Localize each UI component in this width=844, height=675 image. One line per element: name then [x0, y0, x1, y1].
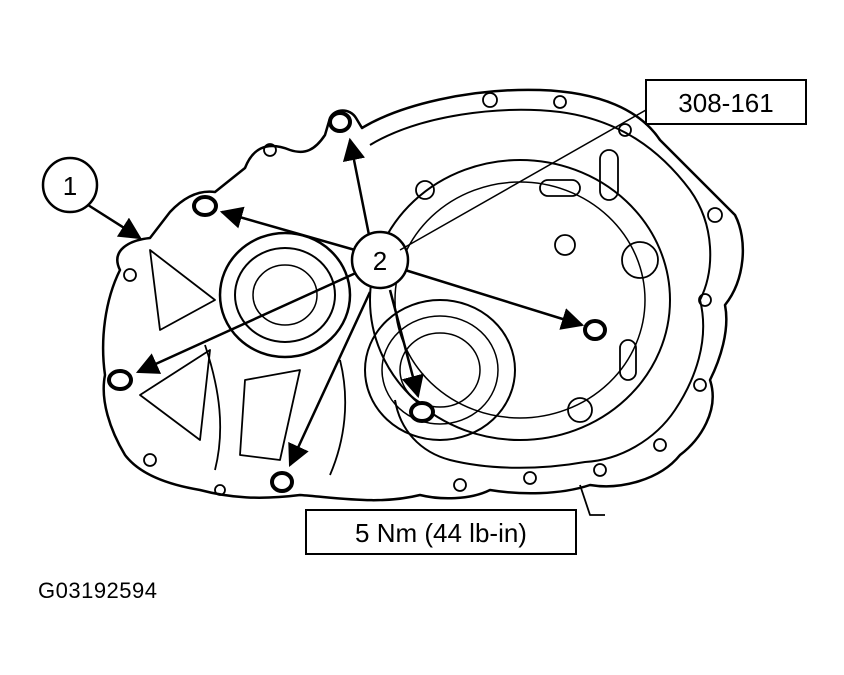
flange-hole-3: [618, 123, 632, 137]
figure-id: G03192594: [38, 578, 158, 603]
bearing-ring-inner: [399, 332, 481, 408]
bolt-2: [192, 195, 218, 217]
flange-hole-11: [621, 241, 659, 279]
flange-hole-13: [554, 234, 576, 256]
callout-1-label: 1: [63, 171, 77, 201]
flange-tab: [579, 484, 605, 516]
flange-hole-1: [482, 92, 498, 108]
rib-2: [139, 349, 211, 441]
callout-2: 2: [350, 230, 410, 290]
bolt-5: [409, 401, 435, 423]
flange-hole-12: [567, 397, 593, 423]
bolt-3: [583, 319, 607, 341]
bolt-6: [270, 471, 294, 493]
leader-housing: [87, 203, 142, 240]
callout-1: 1: [41, 156, 142, 240]
housing-outline: [101, 88, 745, 502]
input-shaft-bore-outer: [218, 231, 352, 359]
tool-number: 308-161: [678, 88, 773, 118]
flange-hole-6: [693, 378, 707, 392]
leader-bolt-6: [288, 291, 372, 468]
housing-hole-1: [263, 143, 277, 157]
flange-slot-3: [619, 339, 637, 381]
rib-5: [329, 359, 347, 476]
leader-bolt-4: [135, 270, 359, 374]
leader-bolt-2: [219, 206, 356, 252]
flange-hole-8: [593, 463, 607, 477]
leader-bolt-3: [404, 268, 585, 330]
flange-hole-14: [415, 180, 435, 200]
flange-hole-4: [707, 207, 723, 223]
flange-inner-outline: [369, 108, 712, 469]
housing-drawing: [101, 88, 745, 516]
input-shaft-bore-mid: [234, 247, 336, 343]
flange-hole-7: [653, 438, 667, 452]
flange-hole-2: [553, 95, 567, 109]
housing-hole-2: [123, 268, 137, 282]
bearing-ring-mid: [381, 315, 499, 425]
flange-hole-10: [453, 478, 467, 492]
housing-hole-4: [214, 484, 226, 496]
torque-label: 5 Nm (44 lb-in): [305, 509, 577, 555]
rib-1: [149, 249, 216, 331]
torque-spec: 5 Nm (44 lb-in): [355, 518, 527, 548]
bearing-ring-outer: [364, 299, 516, 441]
leader-bolt-5: [388, 289, 424, 399]
flange-slot-2: [539, 179, 581, 197]
leader-bolt-1: [342, 137, 372, 241]
tool-label: 308-161: [399, 79, 807, 251]
bolt-locations: [107, 111, 607, 493]
bell-opening: [369, 159, 671, 441]
callout-2-leaders: [135, 137, 585, 468]
flange-slot-1: [599, 149, 619, 201]
housing-hole-3: [143, 453, 157, 467]
leader-tool: [399, 101, 661, 251]
bolt-4: [107, 369, 133, 391]
callout-2-label: 2: [373, 246, 387, 276]
flange-hole-9: [523, 471, 537, 485]
rib-3: [239, 369, 301, 461]
input-shaft-bore-inner: [252, 264, 318, 326]
bolt-1: [328, 111, 352, 133]
flange-hole-5: [698, 293, 712, 307]
rib-4: [204, 344, 222, 471]
